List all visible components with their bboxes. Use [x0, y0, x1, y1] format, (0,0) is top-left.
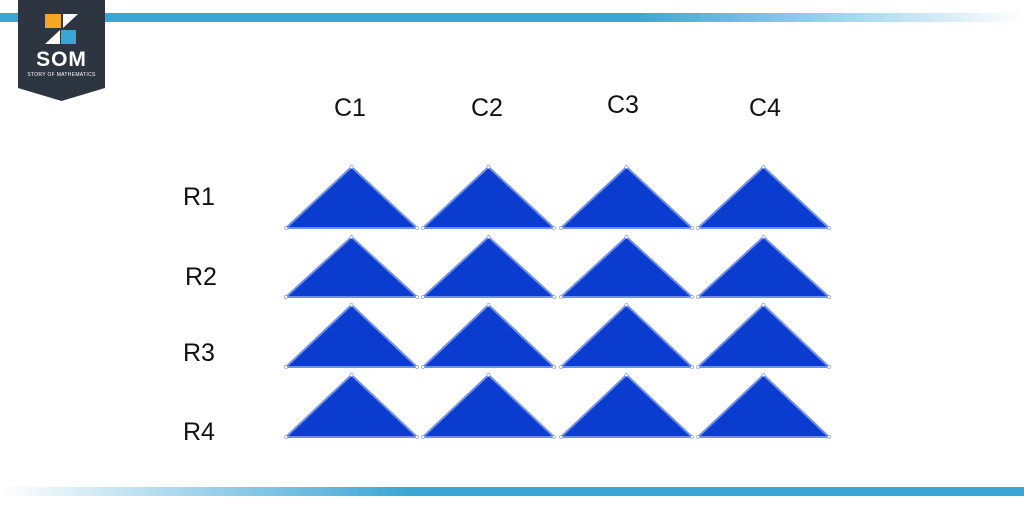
triangle-r2-c1 — [285, 236, 418, 298]
vertex-dot-r1-c3-3 — [624, 165, 629, 169]
vertex-dot-r4-c1-1 — [284, 435, 288, 439]
vertex-dot-r1-c2-2 — [552, 226, 556, 230]
triangle-r4-c1 — [285, 374, 418, 438]
vertex-dot-r3-c3-1 — [559, 365, 563, 369]
vertex-dot-r4-c2-1 — [421, 435, 425, 439]
triangle-r1-c3 — [560, 166, 693, 229]
vertex-dot-r1-c3-1 — [559, 226, 563, 230]
vertex-dot-r4-c4-2 — [827, 435, 831, 439]
vertex-dot-r1-c1-1 — [284, 226, 288, 230]
triangle-r1-c1 — [285, 166, 418, 229]
row-label-r4: R4 — [183, 418, 215, 446]
vertex-dot-r1-c2-1 — [421, 226, 425, 230]
vertex-dot-r3-c4-1 — [696, 365, 700, 369]
triangle-r2-c2 — [422, 236, 555, 298]
vertex-dot-r4-c4-3 — [761, 373, 766, 377]
vertex-dot-r1-c1-2 — [415, 226, 419, 230]
vertex-dot-r4-c3-3 — [624, 373, 629, 377]
vertex-dot-r4-c2-3 — [486, 373, 491, 377]
triangle-r3-c3 — [560, 304, 693, 368]
vertex-dot-r4-c3-2 — [690, 435, 694, 439]
vertex-dot-r3-c1-1 — [284, 365, 288, 369]
logo-mark-icon — [45, 14, 78, 44]
vertex-dot-r3-c4-2 — [827, 365, 831, 369]
vertex-dot-r2-c3-3 — [624, 235, 629, 239]
vertex-dot-r3-c1-3 — [349, 303, 354, 307]
vertex-dot-r2-c2-1 — [421, 295, 425, 299]
triangle-r3-c4 — [697, 304, 830, 368]
column-label-c4: C4 — [749, 94, 781, 122]
vertex-dot-r1-c4-1 — [696, 226, 700, 230]
vertex-dot-r2-c1-1 — [284, 295, 288, 299]
triangle-r2-c3 — [560, 236, 693, 298]
vertex-dot-r2-c1-3 — [349, 235, 354, 239]
vertex-dot-r3-c3-2 — [690, 365, 694, 369]
column-label-c2: C2 — [471, 94, 503, 122]
triangle-r1-c4 — [697, 166, 830, 229]
vertex-dot-r4-c3-1 — [559, 435, 563, 439]
row-label-r3: R3 — [183, 339, 215, 367]
vertex-dot-r2-c3-1 — [559, 295, 563, 299]
triangle-r3-c1 — [285, 304, 418, 368]
triangle-r2-c4 — [697, 236, 830, 298]
vertex-dot-r4-c2-2 — [552, 435, 556, 439]
triangle-r3-c2 — [422, 304, 555, 368]
row-label-r2: R2 — [185, 263, 217, 291]
vertex-dot-r2-c4-1 — [696, 295, 700, 299]
vertex-dot-r3-c2-3 — [486, 303, 491, 307]
vertex-dot-r1-c1-3 — [349, 165, 354, 169]
som-logo — [18, 0, 105, 101]
row-label-r1: R1 — [183, 183, 215, 211]
vertex-dot-r2-c2-3 — [486, 235, 491, 239]
column-label-c1: C1 — [334, 94, 366, 122]
vertex-dot-r3-c4-3 — [761, 303, 766, 307]
vertex-dot-r2-c3-2 — [690, 295, 694, 299]
logo-subtitle: STORY OF MATHEMATICS — [27, 72, 96, 78]
vertex-dot-r2-c1-2 — [415, 295, 419, 299]
vertex-dot-r4-c1-3 — [349, 373, 354, 377]
vertex-dot-r4-c4-1 — [696, 435, 700, 439]
vertex-dot-r3-c1-2 — [415, 365, 419, 369]
vertex-dot-r3-c3-3 — [624, 303, 629, 307]
triangle-r1-c2 — [422, 166, 555, 229]
vertex-dot-r3-c2-2 — [552, 365, 556, 369]
top-accent-bar — [0, 13, 1024, 22]
vertex-dot-r1-c4-2 — [827, 226, 831, 230]
triangle-r4-c2 — [422, 374, 555, 438]
vertex-dot-r1-c2-3 — [486, 165, 491, 169]
triangle-r4-c4 — [697, 374, 830, 438]
vertex-dot-r4-c1-2 — [415, 435, 419, 439]
vertex-dot-r2-c2-2 — [552, 295, 556, 299]
vertex-dot-r1-c3-2 — [690, 226, 694, 230]
column-label-c3: C3 — [607, 91, 639, 119]
bottom-accent-bar — [0, 487, 1024, 496]
vertex-dot-r1-c4-3 — [761, 165, 766, 169]
vertex-dot-r2-c4-3 — [761, 235, 766, 239]
vertex-dot-r2-c4-2 — [827, 295, 831, 299]
vertex-dot-r3-c2-1 — [421, 365, 425, 369]
triangle-r4-c3 — [560, 374, 693, 438]
logo-text: SOM — [36, 48, 87, 71]
